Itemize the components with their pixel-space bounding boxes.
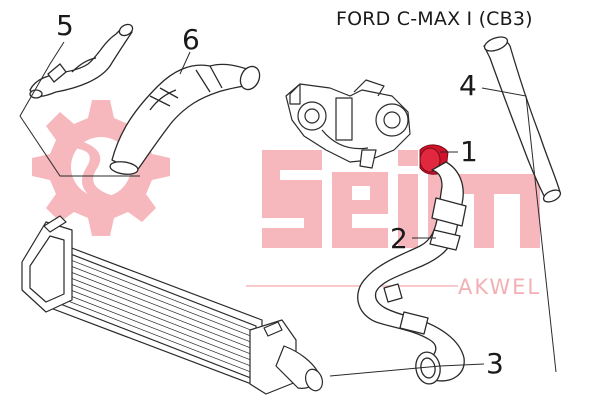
leader-line-4 [481,87,557,373]
logo-letter-i [398,150,418,248]
callout-1: 1 [460,135,478,168]
part-2-pipe [357,161,467,385]
intercooler [21,215,324,395]
seim-logo-watermark [32,100,540,248]
callout-5: 5 [56,9,74,42]
logo-letter-s [262,150,322,248]
leader-line-5 [19,41,140,177]
callout-6: 6 [182,23,200,56]
diagram-title: FORD C-MAX I (CB3) [336,8,533,30]
callout-3: 3 [486,347,504,380]
leader-line-3 [329,363,485,377]
callout-2: 2 [390,222,408,255]
part-6-hose [109,63,261,175]
leader-lines [19,41,557,377]
logo-letter-e [332,172,388,248]
leader-line-6 [179,51,191,75]
part-4-hose [483,36,562,203]
callout-4: 4 [459,69,477,102]
part-5-hose [29,23,134,99]
watermark-brand-text: AKWEL [458,275,542,299]
turbocharger [285,79,411,169]
